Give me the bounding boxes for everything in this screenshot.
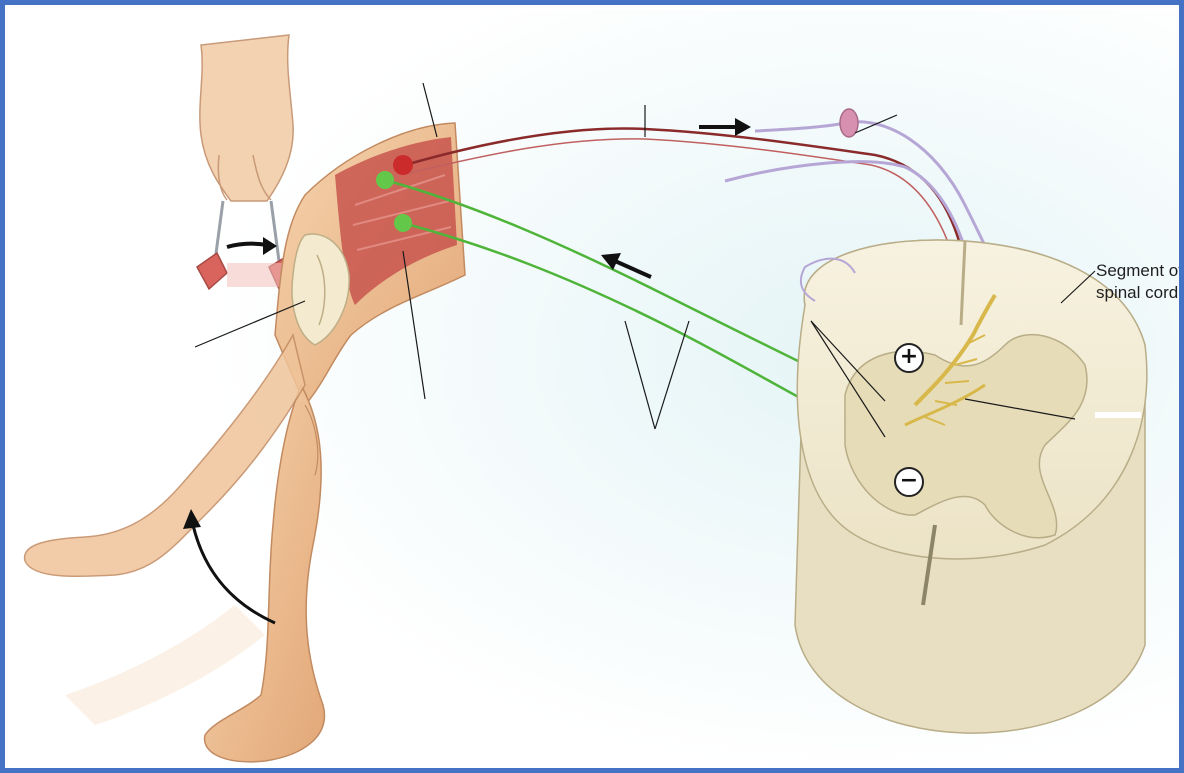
inhibitory-synapse-sign: − <box>894 467 924 497</box>
motor-end-plate-1 <box>376 171 394 189</box>
segment-of-spinal-cord-label-line1: Segment of <box>1096 260 1183 281</box>
muscle-spindle-receptor <box>393 155 413 175</box>
motor-end-plate-2 <box>394 214 412 232</box>
knee-jerk-reflex-diagram <box>5 5 1184 773</box>
segment-of-spinal-cord-label-line2: spinal cord <box>1096 282 1178 303</box>
spinal-cord-segment <box>795 240 1147 733</box>
excitatory-synapse-sign: + <box>894 343 924 373</box>
